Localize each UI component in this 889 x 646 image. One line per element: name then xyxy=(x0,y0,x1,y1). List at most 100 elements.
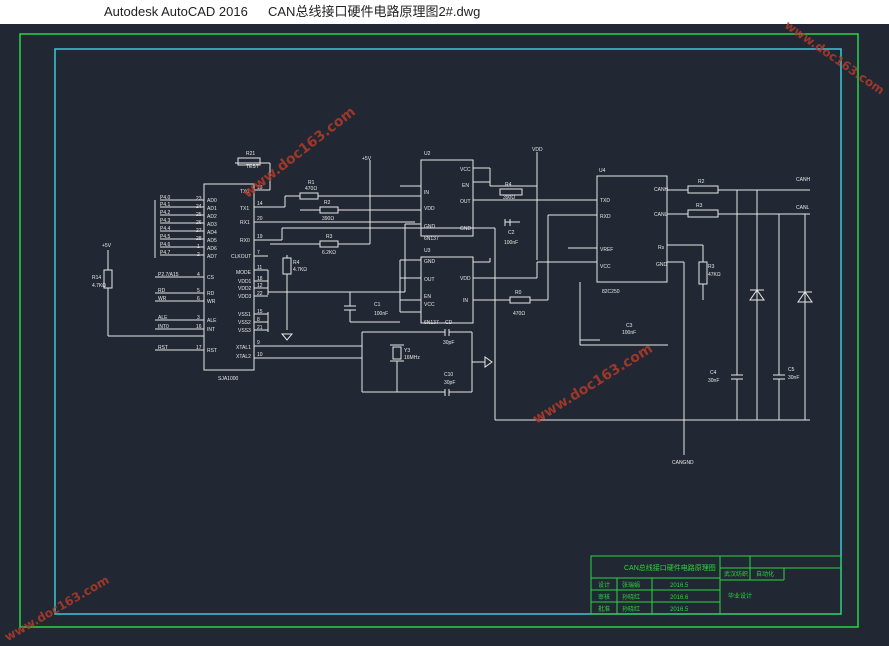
sja-pin-num: 19 xyxy=(257,234,263,240)
port-label: P2.7/A15 xyxy=(158,272,179,278)
u2-pin: IN xyxy=(424,190,429,196)
sja-pin-label: VSS1 xyxy=(238,312,251,318)
sja-pin-num: 14 xyxy=(257,201,263,207)
c4-name: C4 xyxy=(710,370,717,376)
sja-pin-num: 27 xyxy=(196,228,202,234)
net-plus5v-b: +5V xyxy=(102,243,112,249)
rr-name: R3 xyxy=(708,264,715,270)
sja-pin-num: 1 xyxy=(197,244,200,250)
r4-value: 4.7KΩ xyxy=(293,267,307,273)
sja-pin-num: 23 xyxy=(196,196,202,202)
u3-pin: VDD xyxy=(460,276,471,282)
inner-frame xyxy=(54,48,842,615)
sja-pin-num: 5 xyxy=(197,288,200,294)
sja-pin-label: TX0 xyxy=(240,189,249,195)
c3-value: 100nF xyxy=(622,330,636,336)
drawing-canvas[interactable]: AD0 AD1 AD2 AD3 AD4 AD5 AD6 AD7 CS RD WR… xyxy=(0,18,889,644)
title-block-role: 批准 xyxy=(598,605,610,613)
u2-name: U2 xyxy=(424,151,431,157)
sja-pin-label: VDD3 xyxy=(238,294,252,300)
sja-pin-label: VSS3 xyxy=(238,328,251,334)
c10-name: C10 xyxy=(444,372,453,378)
sja-pin-label: VDD1 xyxy=(238,279,252,285)
u2-pin: EN xyxy=(462,183,469,189)
sja-pin-num: 12 xyxy=(257,283,263,289)
sja-pin-num: 21 xyxy=(257,325,263,331)
sja-pin-num: 3 xyxy=(197,315,200,321)
r0-value: 470Ω xyxy=(513,311,525,317)
title-block-name: 孙晓红 xyxy=(622,605,640,613)
port-label: RST xyxy=(158,345,168,351)
r0-name: R0 xyxy=(515,290,522,296)
sja-pin-label: AD7 xyxy=(207,254,217,260)
sja-pin-label: RD xyxy=(207,291,215,297)
r21-value: TEST xyxy=(246,164,259,170)
u3-pin: VCC xyxy=(424,302,435,308)
net-canl: CANL xyxy=(796,205,810,211)
schematic-drawing[interactable]: AD0 AD1 AD2 AD3 AD4 AD5 AD6 AD7 CS RD WR… xyxy=(0,24,889,641)
sja-pin-num: 9 xyxy=(257,340,260,346)
port-label: P4.6 xyxy=(160,242,171,248)
u2-pin: GND xyxy=(460,226,472,232)
sja-pin-label: INT xyxy=(207,327,215,333)
sja-pin-label: AD4 xyxy=(207,230,217,236)
title-block-date: 2016.6 xyxy=(670,595,689,601)
r4b-name: R4 xyxy=(505,182,512,188)
cd-value: 30pF xyxy=(443,340,454,346)
r2-name: R2 xyxy=(324,200,331,206)
sja-pin-label: AD0 xyxy=(207,198,217,204)
sja-pin-label: VSS2 xyxy=(238,320,251,326)
u4-pin: RXD xyxy=(600,214,611,220)
sja-pin-num: 8 xyxy=(257,317,260,323)
port-label: WR xyxy=(158,296,167,302)
u3-pin: OUT xyxy=(424,277,435,283)
r3-value: 6.2KΩ xyxy=(322,250,336,256)
r3b-name: R3 xyxy=(696,203,703,209)
title-block-project: 毕业设计 xyxy=(728,592,752,600)
port-label: P4.1 xyxy=(160,202,171,208)
port-label: P4.4 xyxy=(160,226,171,232)
u3-pin: IN xyxy=(463,298,468,304)
sja-pin-label: XTAL2 xyxy=(236,354,251,360)
r4-name: R4 xyxy=(293,260,300,266)
sja-pin-label: RX0 xyxy=(240,238,250,244)
u4-pin: CANL xyxy=(654,212,668,218)
outer-frame xyxy=(19,33,859,628)
c1-value: 100nF xyxy=(374,311,388,317)
rr-value: 47KΩ xyxy=(708,272,721,278)
u3-part: 6N137 xyxy=(424,320,439,326)
title-block-date: 2016.5 xyxy=(670,607,689,613)
app-title: Autodesk AutoCAD 2016 xyxy=(104,4,248,19)
sja1000-name: SJA1000 xyxy=(218,376,239,382)
window-titlebar: Autodesk AutoCAD 2016 CAN总线接口硬件电路原理图2#.d… xyxy=(0,0,889,24)
u4-pin: VREF xyxy=(600,247,613,253)
u2-pin: OUT xyxy=(460,199,471,205)
cd-name: CD xyxy=(445,320,453,326)
r4b-value: 390Ω xyxy=(503,195,515,201)
port-label: P4.3 xyxy=(160,218,171,224)
port-label: P4.0 xyxy=(160,195,171,201)
r3-name: R3 xyxy=(326,234,333,240)
sja-pin-label: CLKOUT xyxy=(231,254,251,260)
c10-value: 30pF xyxy=(444,380,455,386)
u4-pin: CANH xyxy=(654,187,669,193)
sja-pin-label: TX1 xyxy=(240,206,249,212)
sja-pin-label: WR xyxy=(207,299,216,305)
sja-pin-label: MODE xyxy=(236,270,252,276)
sja-pin-num: 25 xyxy=(196,212,202,218)
u4-part: 82C250 xyxy=(602,289,620,295)
port-labels: P4.0 P4.1 P4.2 P4.3 P4.4 P4.5 P4.6 P4.7 … xyxy=(158,195,179,351)
sja-pin-label: VDD2 xyxy=(238,286,252,292)
title-block-role: 设计 xyxy=(598,581,610,589)
sja-pin-num: 17 xyxy=(196,345,202,351)
u2-part: 6N137 xyxy=(424,236,439,242)
u2-pin: GND xyxy=(424,224,436,230)
sja-pin-num: 26 xyxy=(196,220,202,226)
net-plus5v: +5V xyxy=(362,156,372,162)
sja-pin-label: AD5 xyxy=(207,238,217,244)
port-label: RD xyxy=(158,288,166,294)
net-cangnd: CANGND xyxy=(672,460,694,466)
sja-pin-label: RX1 xyxy=(240,220,250,226)
sja-pin-num: 18 xyxy=(257,276,263,282)
u2-pin: VDD xyxy=(424,206,435,212)
